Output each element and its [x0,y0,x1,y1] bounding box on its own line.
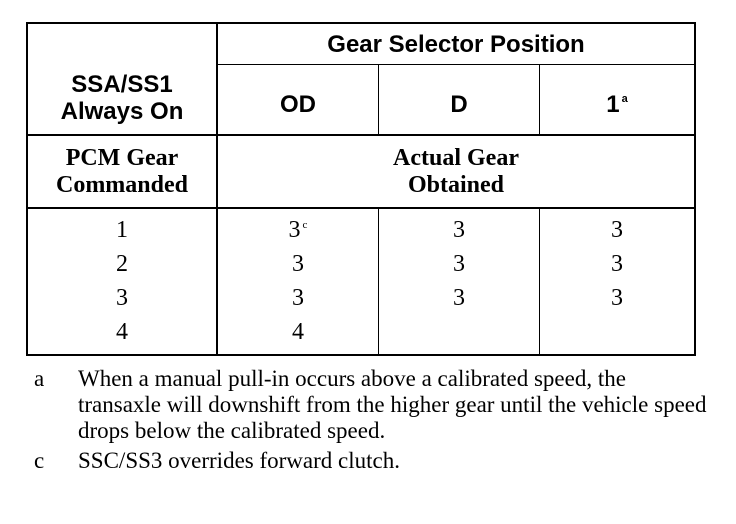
header-ssa-line2: Always On [60,98,184,125]
subheader-actual-gear: Actual Gear Obtained [218,136,694,207]
cell-commanded-4: 4 [116,318,128,345]
footnote-c-text: SSC/SS3 overrides forward clutch. [78,448,400,473]
col-header-d: D [379,74,539,134]
cell-d-3: 3 [453,284,465,311]
footnote-a-text: When a manual pull-in occurs above a cal… [78,366,707,443]
cell-commanded-2: 2 [116,250,128,277]
col-header-1-label: 1 [606,90,620,118]
rule-subheader-bottom [28,207,694,209]
rule-body-d-1 [539,208,540,354]
footnote-a-mark: a [34,366,45,391]
rule-body-od-d [378,208,379,354]
footnote-c-mark: c [34,448,45,473]
cell-od-4: 4 [292,318,304,345]
rule-col-left [216,24,218,354]
col-header-od: OD [218,74,378,134]
subheader-pcm-line1: PCM Gear [65,144,179,171]
col-header-od-label: OD [280,90,316,118]
cell-d-1: 3 [453,216,465,243]
subheader-pcm-gear: PCM Gear Commanded [28,136,216,207]
footnote-a: a When a manual pull-in occurs above a c… [34,366,714,444]
gear-table: SSA/SS1 Always On Gear Selector Position… [26,22,696,356]
footnotes: a When a manual pull-in occurs above a c… [34,366,714,478]
header-ssa-ss1: SSA/SS1 Always On [28,62,216,134]
cell-d-2: 3 [453,250,465,277]
rule-header-bottom [28,134,694,136]
rule-col-d-1 [539,64,540,135]
footnote-c: c SSC/SS3 overrides forward clutch. [34,448,714,474]
cell-commanded-1: 1 [116,216,128,243]
header-ssa-line1: SSA/SS1 [71,71,173,98]
cell-one-4 [540,317,694,347]
cell-od-2: 3 [292,250,304,277]
subheader-actual-line2: Obtained [407,171,505,198]
cell-one-2: 3 [611,250,623,277]
subheader-pcm-line2: Commanded [55,171,188,198]
col-header-d-label: D [450,90,468,118]
rule-group-header [218,64,694,65]
cell-od-1-value: 3 [288,216,301,243]
cell-one-1: 3 [611,216,623,243]
subheader-actual-line1: Actual Gear [393,144,519,171]
cell-one-3: 3 [611,284,623,311]
rule-col-od-d [378,64,379,135]
cell-d-4 [379,317,539,347]
cell-od-3: 3 [292,284,304,311]
header-gear-selector: Gear Selector Position [327,30,585,58]
cell-commanded-3: 3 [116,284,128,311]
